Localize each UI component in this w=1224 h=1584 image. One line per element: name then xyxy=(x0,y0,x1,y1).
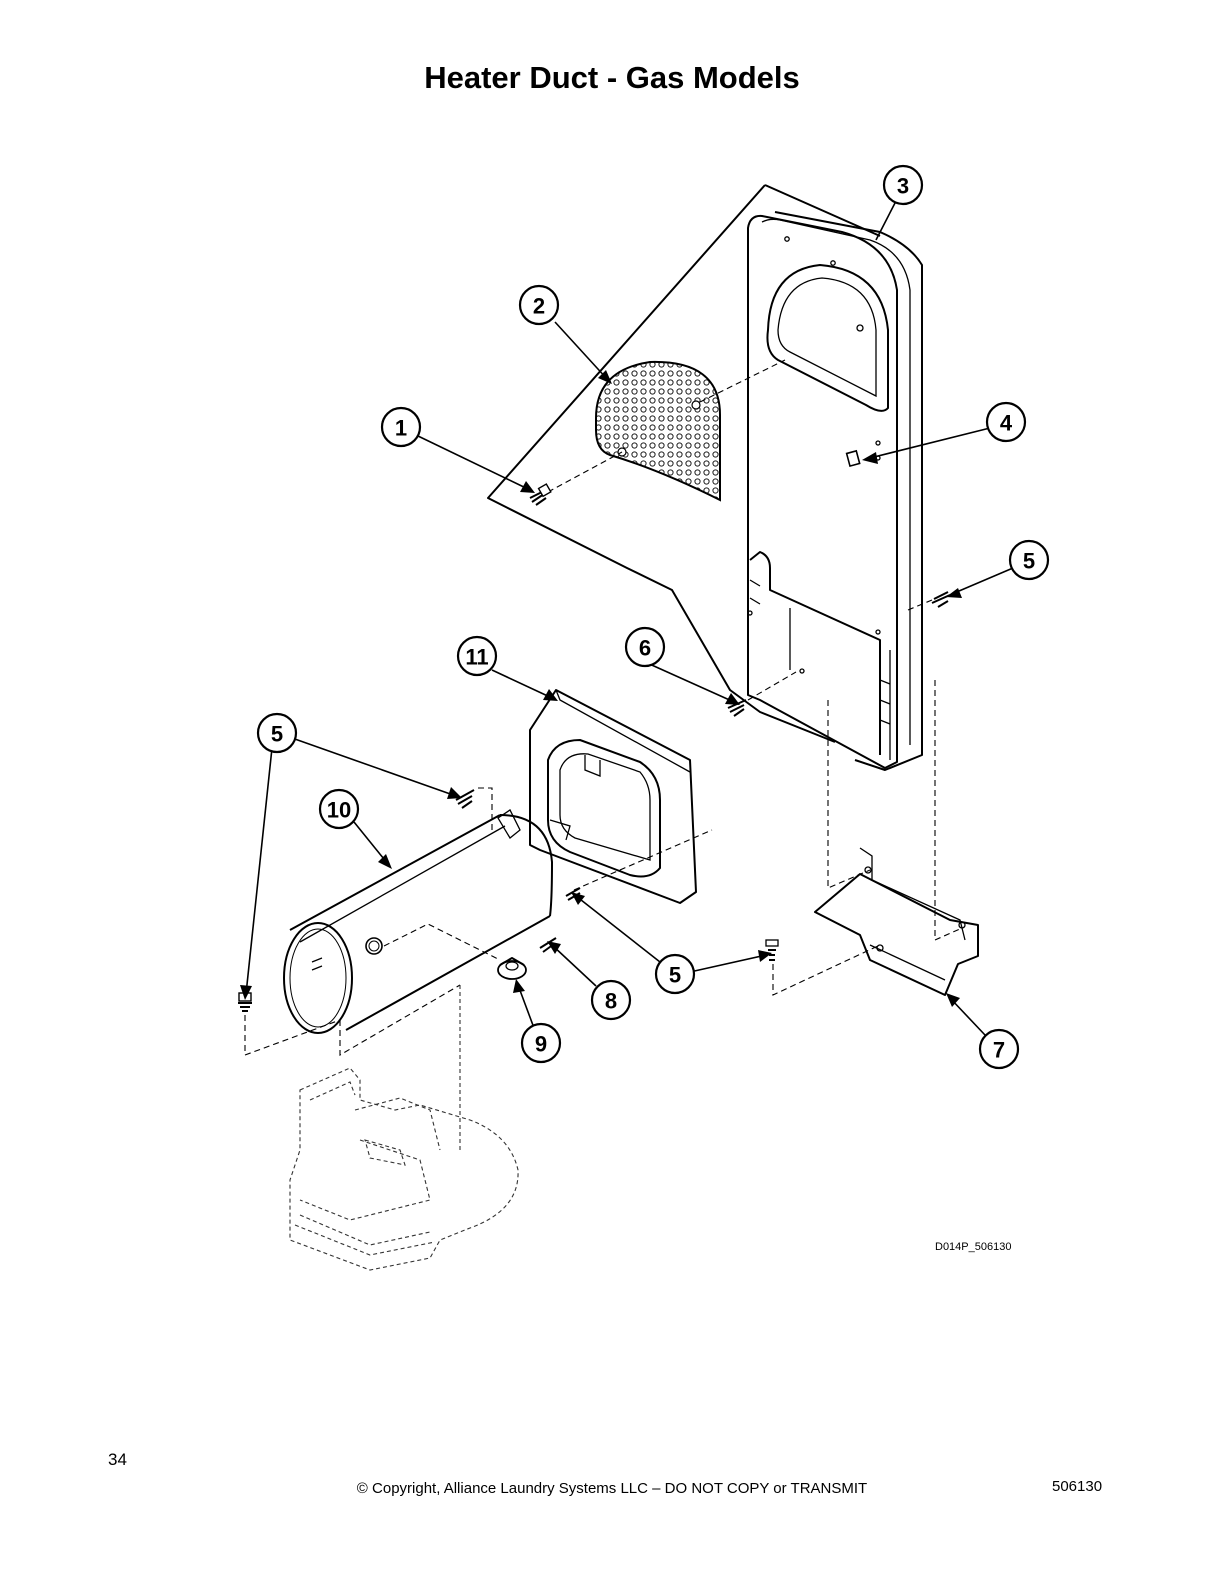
page-number: 34 xyxy=(108,1450,127,1469)
screw-1 xyxy=(529,483,552,506)
callout-1-label: 1 xyxy=(395,416,407,441)
duct-bracket xyxy=(814,847,979,996)
screw-5-right xyxy=(931,591,951,608)
callout-2-label: 2 xyxy=(533,294,545,319)
callout-5-right-label: 5 xyxy=(1023,549,1035,574)
callout-10: 10 xyxy=(318,788,360,830)
callout-10-label: 10 xyxy=(327,798,351,823)
drawing-code: D014P_506130 xyxy=(935,1241,1012,1253)
page-title: Heater Duct - Gas Models xyxy=(424,60,800,95)
heater-tube xyxy=(283,809,553,1034)
callout-5-left-label: 5 xyxy=(271,722,283,747)
callout-3: 3 xyxy=(882,164,924,206)
callout-5-lower-label: 5 xyxy=(669,963,681,988)
screw-5-upper xyxy=(455,789,475,809)
callout-4: 4 xyxy=(985,401,1027,443)
clip-4 xyxy=(845,449,861,468)
callout-11-label: 11 xyxy=(465,645,488,670)
callout-5-left: 5 xyxy=(256,712,298,754)
document-number: 506130 xyxy=(1052,1478,1103,1495)
callout-4-label: 4 xyxy=(1000,411,1013,436)
copyright-notice: © Copyright, Alliance Laundry Systems LL… xyxy=(356,1480,868,1497)
callout-6: 6 xyxy=(624,626,666,668)
callout-6-label: 6 xyxy=(639,636,651,661)
screw-5-lower xyxy=(765,939,779,961)
callout-3-label: 3 xyxy=(897,174,909,199)
lint-grille xyxy=(595,360,721,502)
callout-11: 11 xyxy=(456,635,498,677)
callout-9: 9 xyxy=(520,1022,562,1064)
callout-9-label: 9 xyxy=(535,1032,547,1057)
callout-7: 7 xyxy=(978,1028,1020,1070)
leader-lines xyxy=(240,202,1014,1036)
assembly-outline xyxy=(487,184,881,743)
callout-7-label: 7 xyxy=(993,1038,1005,1063)
callout-8-label: 8 xyxy=(605,989,617,1014)
callout-1: 1 xyxy=(380,406,422,448)
heater-duct-panel xyxy=(747,211,923,771)
callout-5-lower: 5 xyxy=(654,953,696,995)
callout-8: 8 xyxy=(590,979,632,1021)
heater-inlet-duct xyxy=(529,689,697,904)
callout-5-right: 5 xyxy=(1008,539,1050,581)
callout-2: 2 xyxy=(518,284,560,326)
burner-assembly-phantom xyxy=(289,985,519,1271)
hi-limit-thermostat xyxy=(497,957,527,980)
